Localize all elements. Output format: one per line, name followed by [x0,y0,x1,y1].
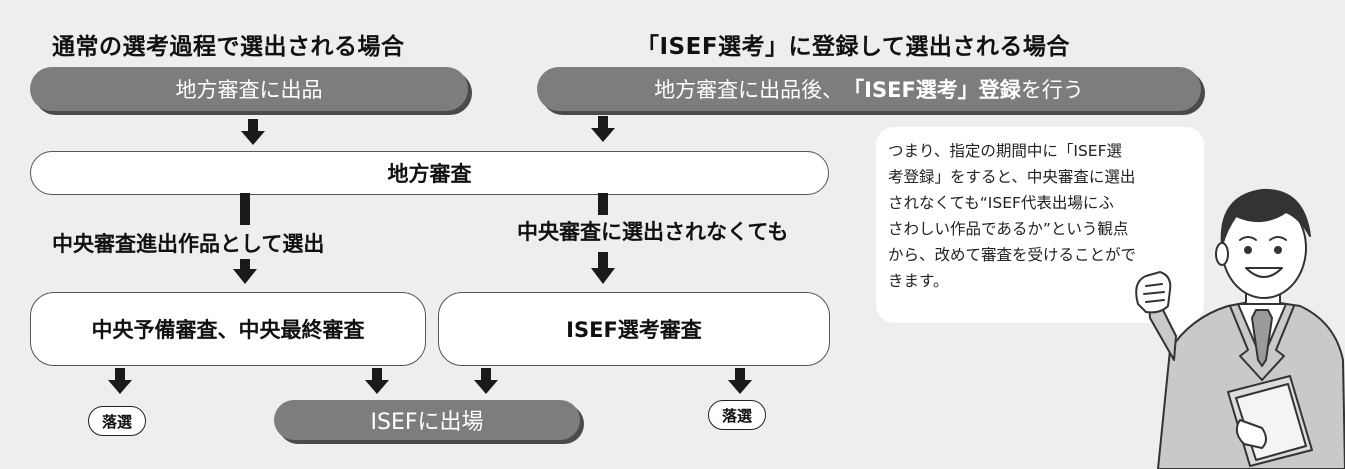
down-arrow-icon [591,116,615,142]
down-arrow-icon [365,368,389,394]
down-arrow-icon [728,368,752,394]
isef-selection-review-box: ISEF選考審査 [438,292,830,366]
speech-bubble-text: つまり、指定の期間中に「ISEF選 考登録」をすると、中央審査に選出 されなくて… [888,138,1194,294]
left-step-pill: 地方審査に出品 [30,67,468,111]
bubble-line: つまり、指定の期間中に「ISEF選 [888,142,1123,160]
down-arrow-icon [108,368,132,394]
not-selected-label: 中央審査に選出されなくても [517,220,789,244]
bubble-line: から、改めて審査を受けることがで [888,246,1137,264]
right-pill-suffix: を行う [1020,78,1084,102]
reject-badge-right: 落選 [708,400,766,430]
selected-for-central-label: 中央審査進出作品として選出 [52,232,325,256]
right-step-pill: 地方審査に出品後、「ISEF選考」登録を行う [537,67,1201,111]
right-heading: 「ISEF選考」に登録して選出される場合 [636,34,1070,60]
central-review-box: 中央予備審査、中央最終審査 [30,292,426,366]
down-arrow-icon [474,368,498,394]
down-arrow-icon [591,193,615,284]
bubble-line: さわしい作品であるか”という観点 [888,220,1129,238]
regional-review-box: 地方審査 [30,151,829,195]
bubble-line: きます。 [888,272,949,290]
isef-entry-pill: ISEFに出場 [274,400,580,440]
right-pill-bold: 「ISEF選考」登録 [843,78,1021,102]
right-pill-prefix: 地方審査に出品後、 [654,78,844,102]
bubble-line: されなくても“ISEF代表出場にふ [888,194,1114,212]
bubble-line: 考登録」をすると、中央審査に選出 [888,168,1136,186]
down-arrow-icon [241,119,265,145]
businessman-illustration [1135,188,1345,469]
reject-badge-left: 落選 [88,406,146,436]
left-heading: 通常の選考過程で選出される場合 [52,34,405,60]
down-arrow-icon [233,193,257,284]
